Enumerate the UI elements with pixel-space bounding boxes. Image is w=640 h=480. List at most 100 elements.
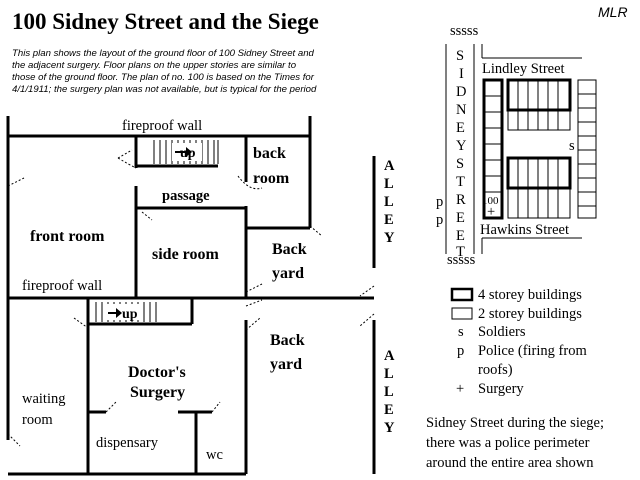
soldier-marker: s bbox=[569, 138, 575, 154]
room-label-back-yard-bottom-2: yard bbox=[270, 356, 302, 373]
soldiers-row-bottom: sssss bbox=[447, 252, 476, 268]
stair-up-label: up bbox=[180, 146, 196, 161]
svg-text:L: L bbox=[384, 176, 394, 192]
legend-text: Surgery bbox=[478, 381, 524, 397]
room-label-front-room: front room bbox=[30, 228, 105, 245]
door-arc bbox=[73, 317, 89, 329]
room-label-back-yard-bottom-1: Back bbox=[270, 332, 305, 349]
building-block-rows bbox=[517, 80, 559, 188]
intro-line: the adjacent surgery. Floor plans on the… bbox=[12, 60, 297, 71]
svg-text:E: E bbox=[456, 210, 465, 226]
map-caption: Sidney Street during the siege; there wa… bbox=[426, 415, 604, 471]
svg-text:T: T bbox=[456, 174, 465, 190]
intro-line: 4/1/1911; the surgery plan was not avail… bbox=[12, 84, 317, 95]
svg-text:Y: Y bbox=[384, 230, 395, 246]
legend-text: 2 storey buildings bbox=[478, 306, 582, 322]
svg-text:N: N bbox=[456, 102, 467, 118]
room-label-doctors-surgery-1: Doctor's bbox=[128, 364, 186, 381]
svg-text:A: A bbox=[384, 158, 395, 174]
room-label-waiting-room-1: waiting bbox=[22, 391, 66, 407]
door-arc bbox=[237, 175, 263, 190]
arrow-right-icon bbox=[175, 147, 192, 157]
svg-text:T: T bbox=[456, 244, 465, 260]
soldiers-row-top: sssss bbox=[450, 23, 479, 39]
police-marker: p bbox=[436, 194, 443, 210]
door-arc bbox=[7, 433, 21, 447]
intro-line: This plan shows the layout of the ground… bbox=[12, 48, 315, 59]
legend-text: roofs) bbox=[478, 362, 513, 378]
map-legend: 4 storey buildings 2 storey buildings s … bbox=[450, 287, 587, 397]
room-label-dispensary: dispensary bbox=[96, 435, 159, 451]
room-label-wc: wc bbox=[206, 447, 223, 463]
door-arc bbox=[245, 317, 261, 331]
door-arc bbox=[245, 299, 263, 307]
door-arc bbox=[309, 225, 323, 237]
door-arc bbox=[211, 401, 221, 413]
svg-text:S: S bbox=[456, 48, 464, 64]
building-block-rows bbox=[484, 95, 502, 193]
surgery-marker: + bbox=[487, 204, 495, 220]
legend-text: Police (firing from bbox=[478, 343, 587, 359]
building-block-rows bbox=[578, 93, 596, 207]
lindley-street-label: Lindley Street bbox=[482, 61, 565, 77]
building-block-4-storey bbox=[482, 78, 504, 220]
svg-text:A: A bbox=[384, 348, 395, 364]
svg-text:R: R bbox=[456, 192, 466, 208]
svg-text:Y: Y bbox=[384, 420, 395, 436]
author-signature: MLR bbox=[598, 4, 628, 20]
sidney-street-label: S I D N E Y S T R E E T bbox=[456, 48, 467, 260]
svg-text:E: E bbox=[456, 120, 465, 136]
door-arc bbox=[117, 149, 133, 159]
caption-line: Sidney Street during the siege; bbox=[426, 415, 604, 431]
building-block-4-storey bbox=[506, 156, 572, 190]
room-label-back-yard-top-2: yard bbox=[272, 265, 304, 282]
alley-label-top: A L L E Y bbox=[384, 158, 395, 246]
door-arc bbox=[7, 177, 25, 187]
alley-label-bottom: A L L E Y bbox=[384, 348, 395, 436]
legend-symbol-surgery: + bbox=[456, 381, 464, 397]
room-label-side-room: side room bbox=[152, 246, 219, 263]
svg-text:L: L bbox=[384, 194, 394, 210]
caption-line: there was a police perimeter bbox=[426, 435, 590, 451]
police-marker: p bbox=[436, 212, 443, 228]
door-arc bbox=[105, 401, 117, 413]
svg-text:S: S bbox=[456, 156, 464, 172]
house-number-100: 100 bbox=[482, 195, 499, 207]
room-label-back-room-1: back bbox=[253, 145, 286, 162]
room-label-back-yard-top-1: Back bbox=[272, 241, 307, 258]
room-label-doctors-surgery-2: Surgery bbox=[130, 384, 185, 401]
door-arc bbox=[359, 285, 375, 297]
intro-line: those of the ground floor. The plan of n… bbox=[12, 72, 315, 83]
svg-text:E: E bbox=[384, 402, 394, 418]
legend-symbol-2-storey bbox=[451, 307, 473, 320]
svg-text:Y: Y bbox=[456, 138, 467, 154]
room-label-passage: passage bbox=[162, 188, 210, 204]
area-map: sssss sssss S I D N E Y S T R E E T Lind… bbox=[436, 23, 597, 268]
hawkins-street-label: Hawkins Street bbox=[480, 222, 569, 238]
fireproof-wall-label-middle: fireproof wall bbox=[22, 278, 102, 294]
svg-text:D: D bbox=[456, 84, 466, 100]
fireproof-wall-label-top: fireproof wall bbox=[122, 118, 202, 134]
legend-text: 4 storey buildings bbox=[478, 287, 582, 303]
legend-symbol-police: p bbox=[457, 343, 464, 359]
door-arc bbox=[245, 283, 263, 293]
svg-text:E: E bbox=[384, 212, 394, 228]
caption-line: around the entire area shown bbox=[426, 455, 594, 471]
building-block-4-storey bbox=[506, 78, 572, 112]
building-block-rows bbox=[517, 110, 559, 218]
door-arc bbox=[141, 211, 153, 221]
legend-text: Soldiers bbox=[478, 324, 526, 340]
svg-text:E: E bbox=[456, 228, 465, 244]
svg-text:L: L bbox=[384, 384, 394, 400]
stair-up-label: up bbox=[122, 307, 138, 322]
svg-text:I: I bbox=[459, 66, 464, 82]
door-arc bbox=[359, 313, 375, 327]
room-label-waiting-room-2: room bbox=[22, 412, 53, 428]
door-arc bbox=[117, 157, 137, 169]
intro-paragraph: This plan shows the layout of the ground… bbox=[12, 48, 317, 95]
svg-text:L: L bbox=[384, 366, 394, 382]
building-block-2-storey bbox=[507, 187, 571, 219]
page-title: 100 Sidney Street and the Siege bbox=[12, 9, 319, 34]
